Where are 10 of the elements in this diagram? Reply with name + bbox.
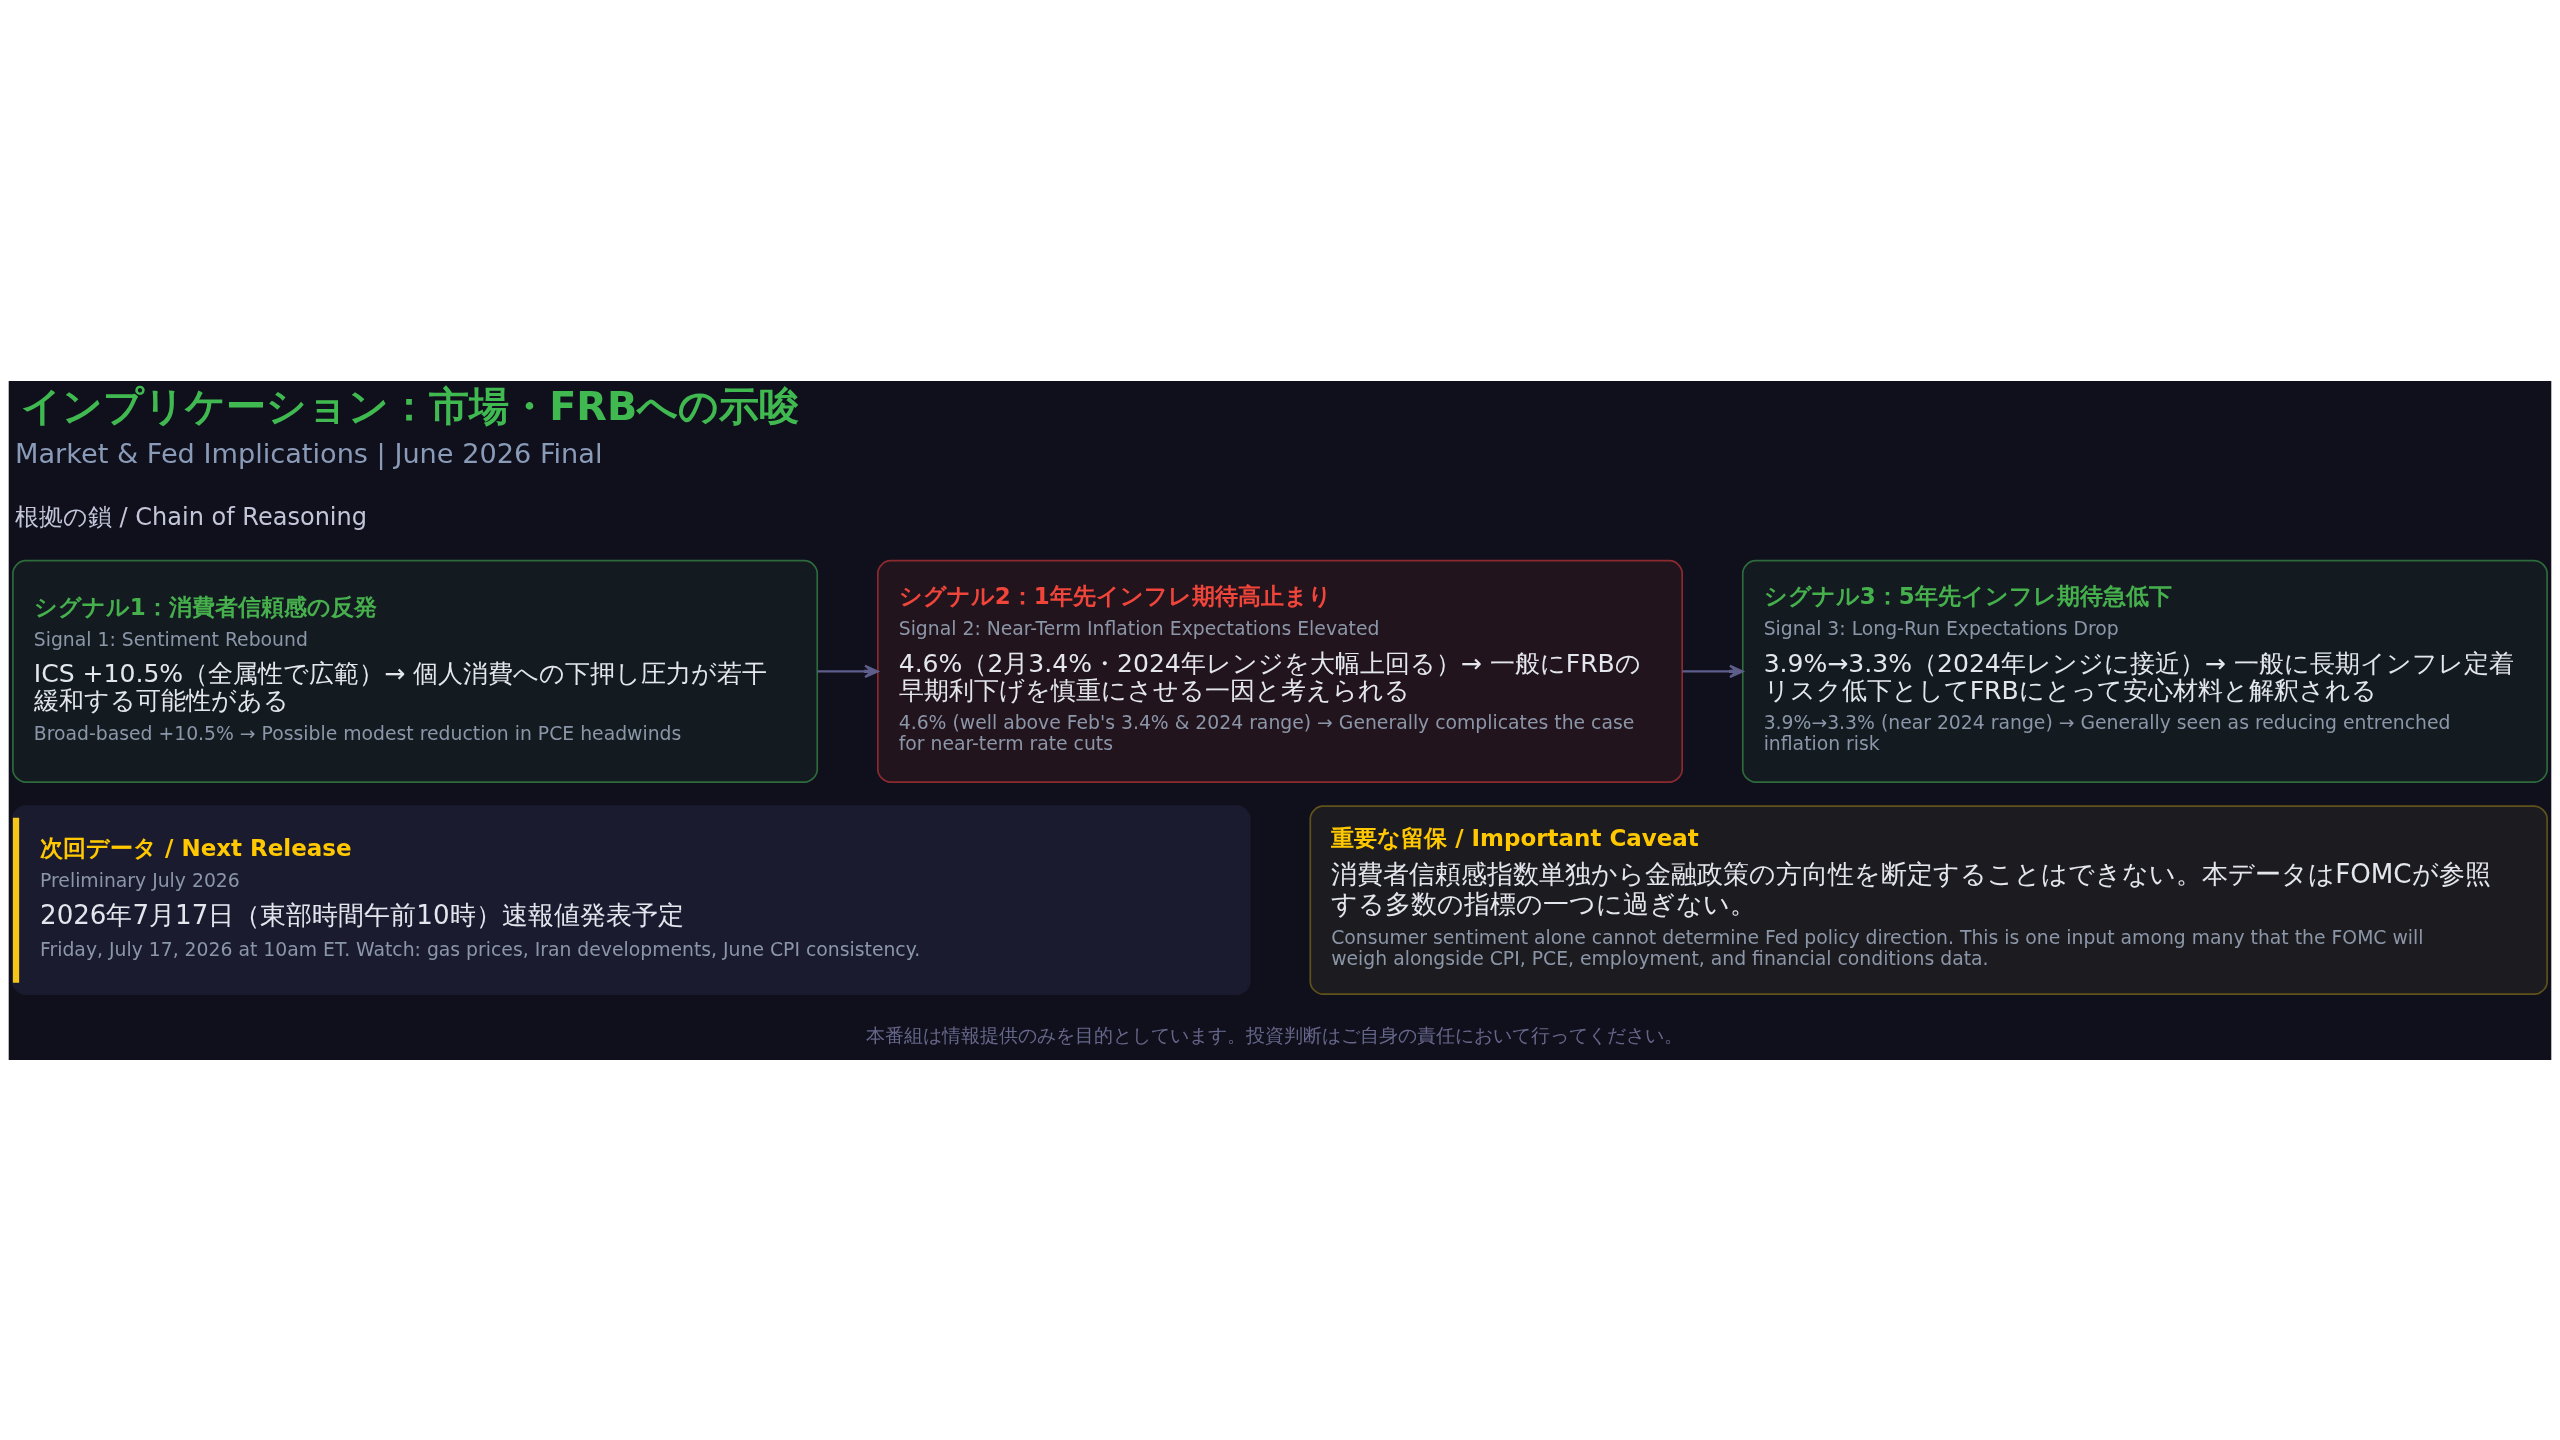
diagram-title: インプリケーション：市場・FRBへの示唆 xyxy=(21,382,800,429)
arrow xyxy=(817,664,879,678)
node-box: シグナル2：1年先インフレ期待高止まり Signal 2: Near-Term Inflation Expectations Elevated 4.6%（2月3.4%・2024年レンジを大幅上回る）→ 一般にFRBの早期利下げを慎重にさせる一因と考えられる 4.6% (well above Feb's 3.4% & 2024 range) → Generally complicates the case for near-term rate cuts xyxy=(877,559,1683,783)
label: 根拠の鎖 / Chain of Reasoning xyxy=(14,502,368,531)
arrow xyxy=(1682,664,1744,678)
node-box: シグナル3：5年先インフレ期待急低下 Signal 3: Long-Run Expectations Drop 3.9%→3.3%（2024年レンジに接近）→ 一般に長期インフレ定着リスク低下としてFRBにとって安心材料と解釈される 3.9%→3.3% (near 2024 range) → Generally seen as reducing entrenched inflation risk xyxy=(1741,559,2548,783)
label: Market & Fed Implications | June 2026 Final xyxy=(14,437,603,469)
node-box: 重要な留保 / Important Caveat 消費者信頼感指数単独から金融政策の方向性を断定することはできない。本データはFOMCが参照する多数の指標の一つに過ぎない。 Consumer sentiment alone cannot determine Fed policy direction. This is one input among many that the FOMC will weigh alongside CPI, PCE, employment, and financial conditions data. xyxy=(1309,804,2548,995)
label: 本番組は情報提供のみを目的としています。投資判断はご自身の責任において行ってください。 xyxy=(866,1024,1684,1046)
node-box: シグナル1：消費者信頼感の反発 Signal 1: Sentiment Rebound ICS +10.5%（全属性で広範）→ 個人消費への下押し圧力が若干緩和する可能性がある Broad-based +10.5% → Possible modest reduction in PCE headwinds xyxy=(12,559,819,783)
